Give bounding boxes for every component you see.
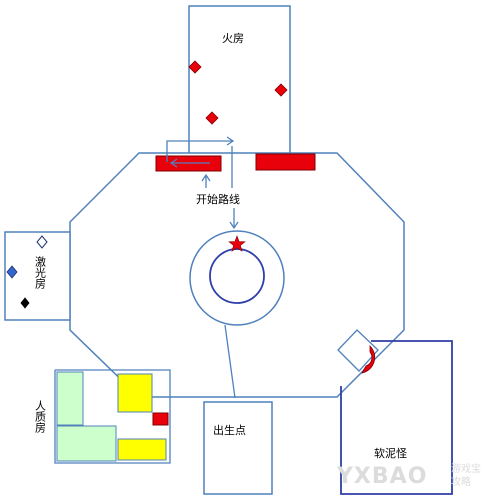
hostage-cell-green — [56, 371, 84, 426]
hostage-cell-green — [56, 425, 117, 462]
route-arrowhead — [229, 221, 239, 230]
hostage-room: 人质房 — [34, 369, 171, 464]
route-path — [166, 140, 233, 162]
spawn-room-walls — [203, 401, 273, 495]
fire-room-marker — [274, 83, 288, 97]
route-arrowhead — [226, 136, 235, 146]
spawn-room: 出生点 — [203, 401, 273, 495]
star-icon — [228, 235, 246, 252]
watermark-sub: 游戏宝 — [451, 462, 481, 475]
route-arrowhead — [201, 173, 211, 182]
hostage-room-label: 人质房 — [34, 400, 47, 434]
hostage-room-walls — [54, 369, 171, 464]
fire-room-walls — [188, 5, 291, 156]
fire-room-marker — [188, 60, 202, 74]
center-ring — [189, 230, 285, 326]
laser-marker-black — [20, 297, 30, 309]
spawn-path — [224, 324, 236, 399]
slime-door — [337, 329, 379, 372]
watermark-logo: YXBAO — [336, 464, 427, 489]
hostage-cell-red — [152, 412, 169, 426]
route-label: 开始路线 — [196, 192, 240, 206]
fire-door-right — [255, 153, 316, 171]
slime-room: 软泥怪 — [337, 329, 453, 495]
laser-room: 激光房 — [4, 231, 71, 321]
watermark: YXBAO 游戏宝 攻略 — [336, 462, 481, 489]
hostage-room-label-text: 人质房 — [34, 400, 47, 434]
inner-ring — [209, 248, 265, 304]
fire-room: 火房 — [188, 5, 291, 156]
fire-room-marker — [205, 111, 219, 125]
slime-room-walls — [340, 340, 453, 495]
laser-room-label: 激光房 — [34, 255, 47, 290]
watermark-sub2: 攻略 — [451, 475, 471, 488]
laser-room-label-text: 激光房 — [34, 255, 47, 290]
spawn-room-label: 出生点 — [213, 423, 246, 437]
route-arrowhead — [169, 158, 178, 168]
fire-room-label: 火房 — [222, 32, 244, 45]
hostage-cell-yellow — [117, 438, 167, 461]
slime-monster-icon — [361, 345, 376, 374]
laser-marker-white — [36, 235, 48, 249]
hostage-cell-yellow — [117, 373, 153, 413]
slime-room-label: 软泥怪 — [374, 446, 407, 460]
laser-marker-blue — [6, 265, 18, 279]
laser-room-walls — [4, 231, 71, 321]
route-arrows — [166, 136, 239, 230]
